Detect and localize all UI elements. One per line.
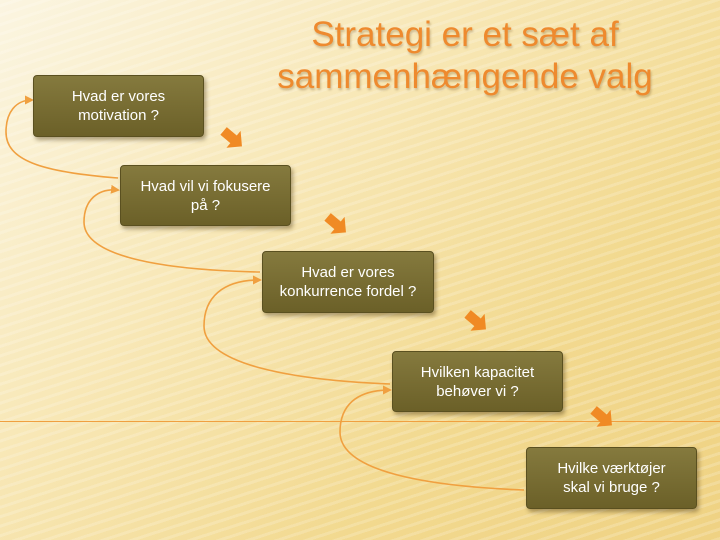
- step-arrow-2: [324, 213, 346, 234]
- step-label: Hvad vil vi fokusere på ?: [140, 177, 271, 214]
- step-arrow-3: [464, 310, 486, 331]
- horizontal-rule: [0, 421, 720, 422]
- step-label: Hvilke værktøjer skal vi bruge ?: [557, 460, 666, 496]
- slide-title: Strategi er et sæt af sammenhængende val…: [270, 14, 660, 98]
- step-box-tools: Hvilke værktøjer skal vi bruge ?: [526, 447, 697, 509]
- step-arrow-1: [220, 127, 242, 148]
- step-box-focus: Hvad vil vi fokusere på ?: [120, 165, 291, 226]
- down-right-arrow-icon: [220, 127, 242, 148]
- connector-arrow-2: [83, 184, 261, 273]
- connector-arrow-1: [5, 95, 119, 179]
- down-right-arrow-icon: [590, 406, 612, 427]
- step-label: Hvilken kapacitet behøver vi ?: [420, 363, 535, 400]
- step-arrow-4: [590, 406, 612, 427]
- title-line-1: Strategi er et sæt af: [311, 15, 619, 54]
- down-right-arrow-icon: [324, 213, 346, 234]
- step-label: Hvad er vores motivation ?: [71, 88, 166, 124]
- step-label: Hvad er vores konkurrence fordel ?: [279, 264, 417, 300]
- connector-arrow-4: [339, 385, 525, 491]
- step-box-competitive-advantage: Hvad er vores konkurrence fordel ?: [262, 251, 434, 313]
- step-box-capacity: Hvilken kapacitet behøver vi ?: [392, 351, 563, 412]
- connector-arrow-3: [203, 275, 391, 385]
- title-line-2: sammenhængende valg: [277, 57, 653, 96]
- step-box-motivation: Hvad er vores motivation ?: [33, 75, 204, 137]
- down-right-arrow-icon: [464, 310, 486, 331]
